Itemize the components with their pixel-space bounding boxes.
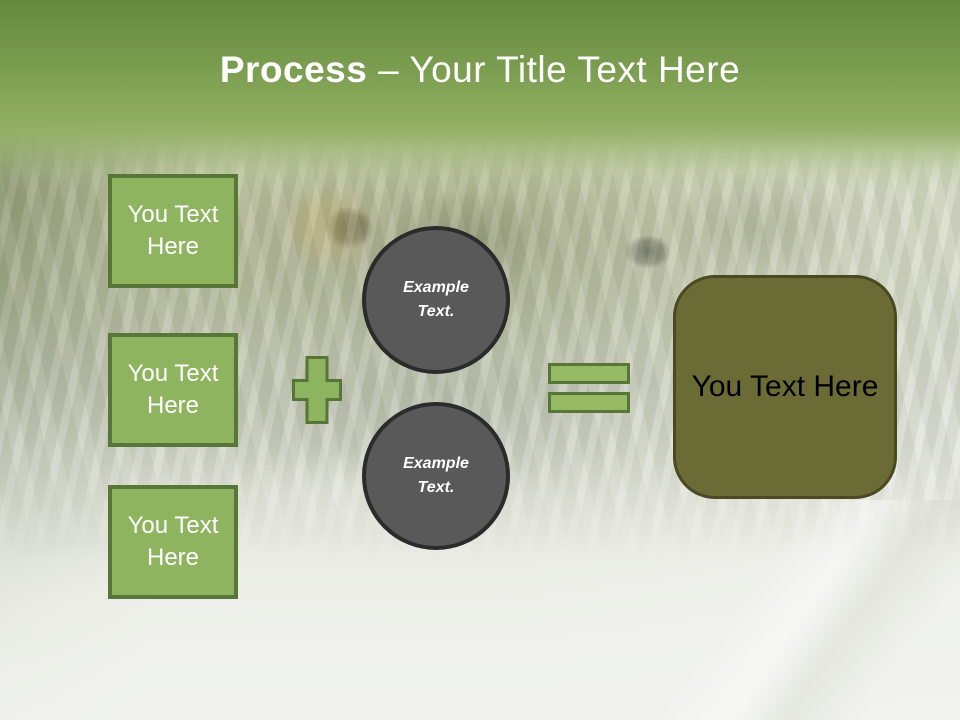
plus-icon	[292, 356, 342, 424]
input-box-2[interactable]: You Text Here	[108, 333, 238, 447]
equals-bar-top	[548, 363, 630, 384]
example-circle-1-label: Example Text.	[403, 279, 469, 320]
input-box-1-label: You Text Here	[127, 200, 219, 260]
example-circle-1[interactable]: Example Text.	[362, 226, 510, 374]
input-box-2-label: You Text Here	[127, 359, 219, 419]
result-box[interactable]: You Text Here	[673, 275, 897, 499]
example-circle-2[interactable]: Example Text.	[362, 402, 510, 550]
title-separator: –	[378, 49, 400, 90]
title-text: Your Title Text Here	[409, 49, 741, 90]
result-box-label: You Text Here	[691, 370, 879, 403]
equals-icon	[548, 363, 630, 413]
title-emphasis: Process	[219, 49, 368, 90]
lizard-tail-highlight	[560, 500, 960, 720]
input-box-1[interactable]: You Text Here	[108, 174, 238, 288]
input-box-3-label: You Text Here	[127, 511, 219, 571]
equals-bar-bottom	[548, 392, 630, 413]
input-box-3[interactable]: You Text Here	[108, 485, 238, 599]
example-circle-2-label: Example Text.	[403, 455, 469, 496]
header-gradient-band	[0, 0, 960, 190]
slide-title[interactable]: Process – Your Title Text Here	[0, 49, 960, 92]
